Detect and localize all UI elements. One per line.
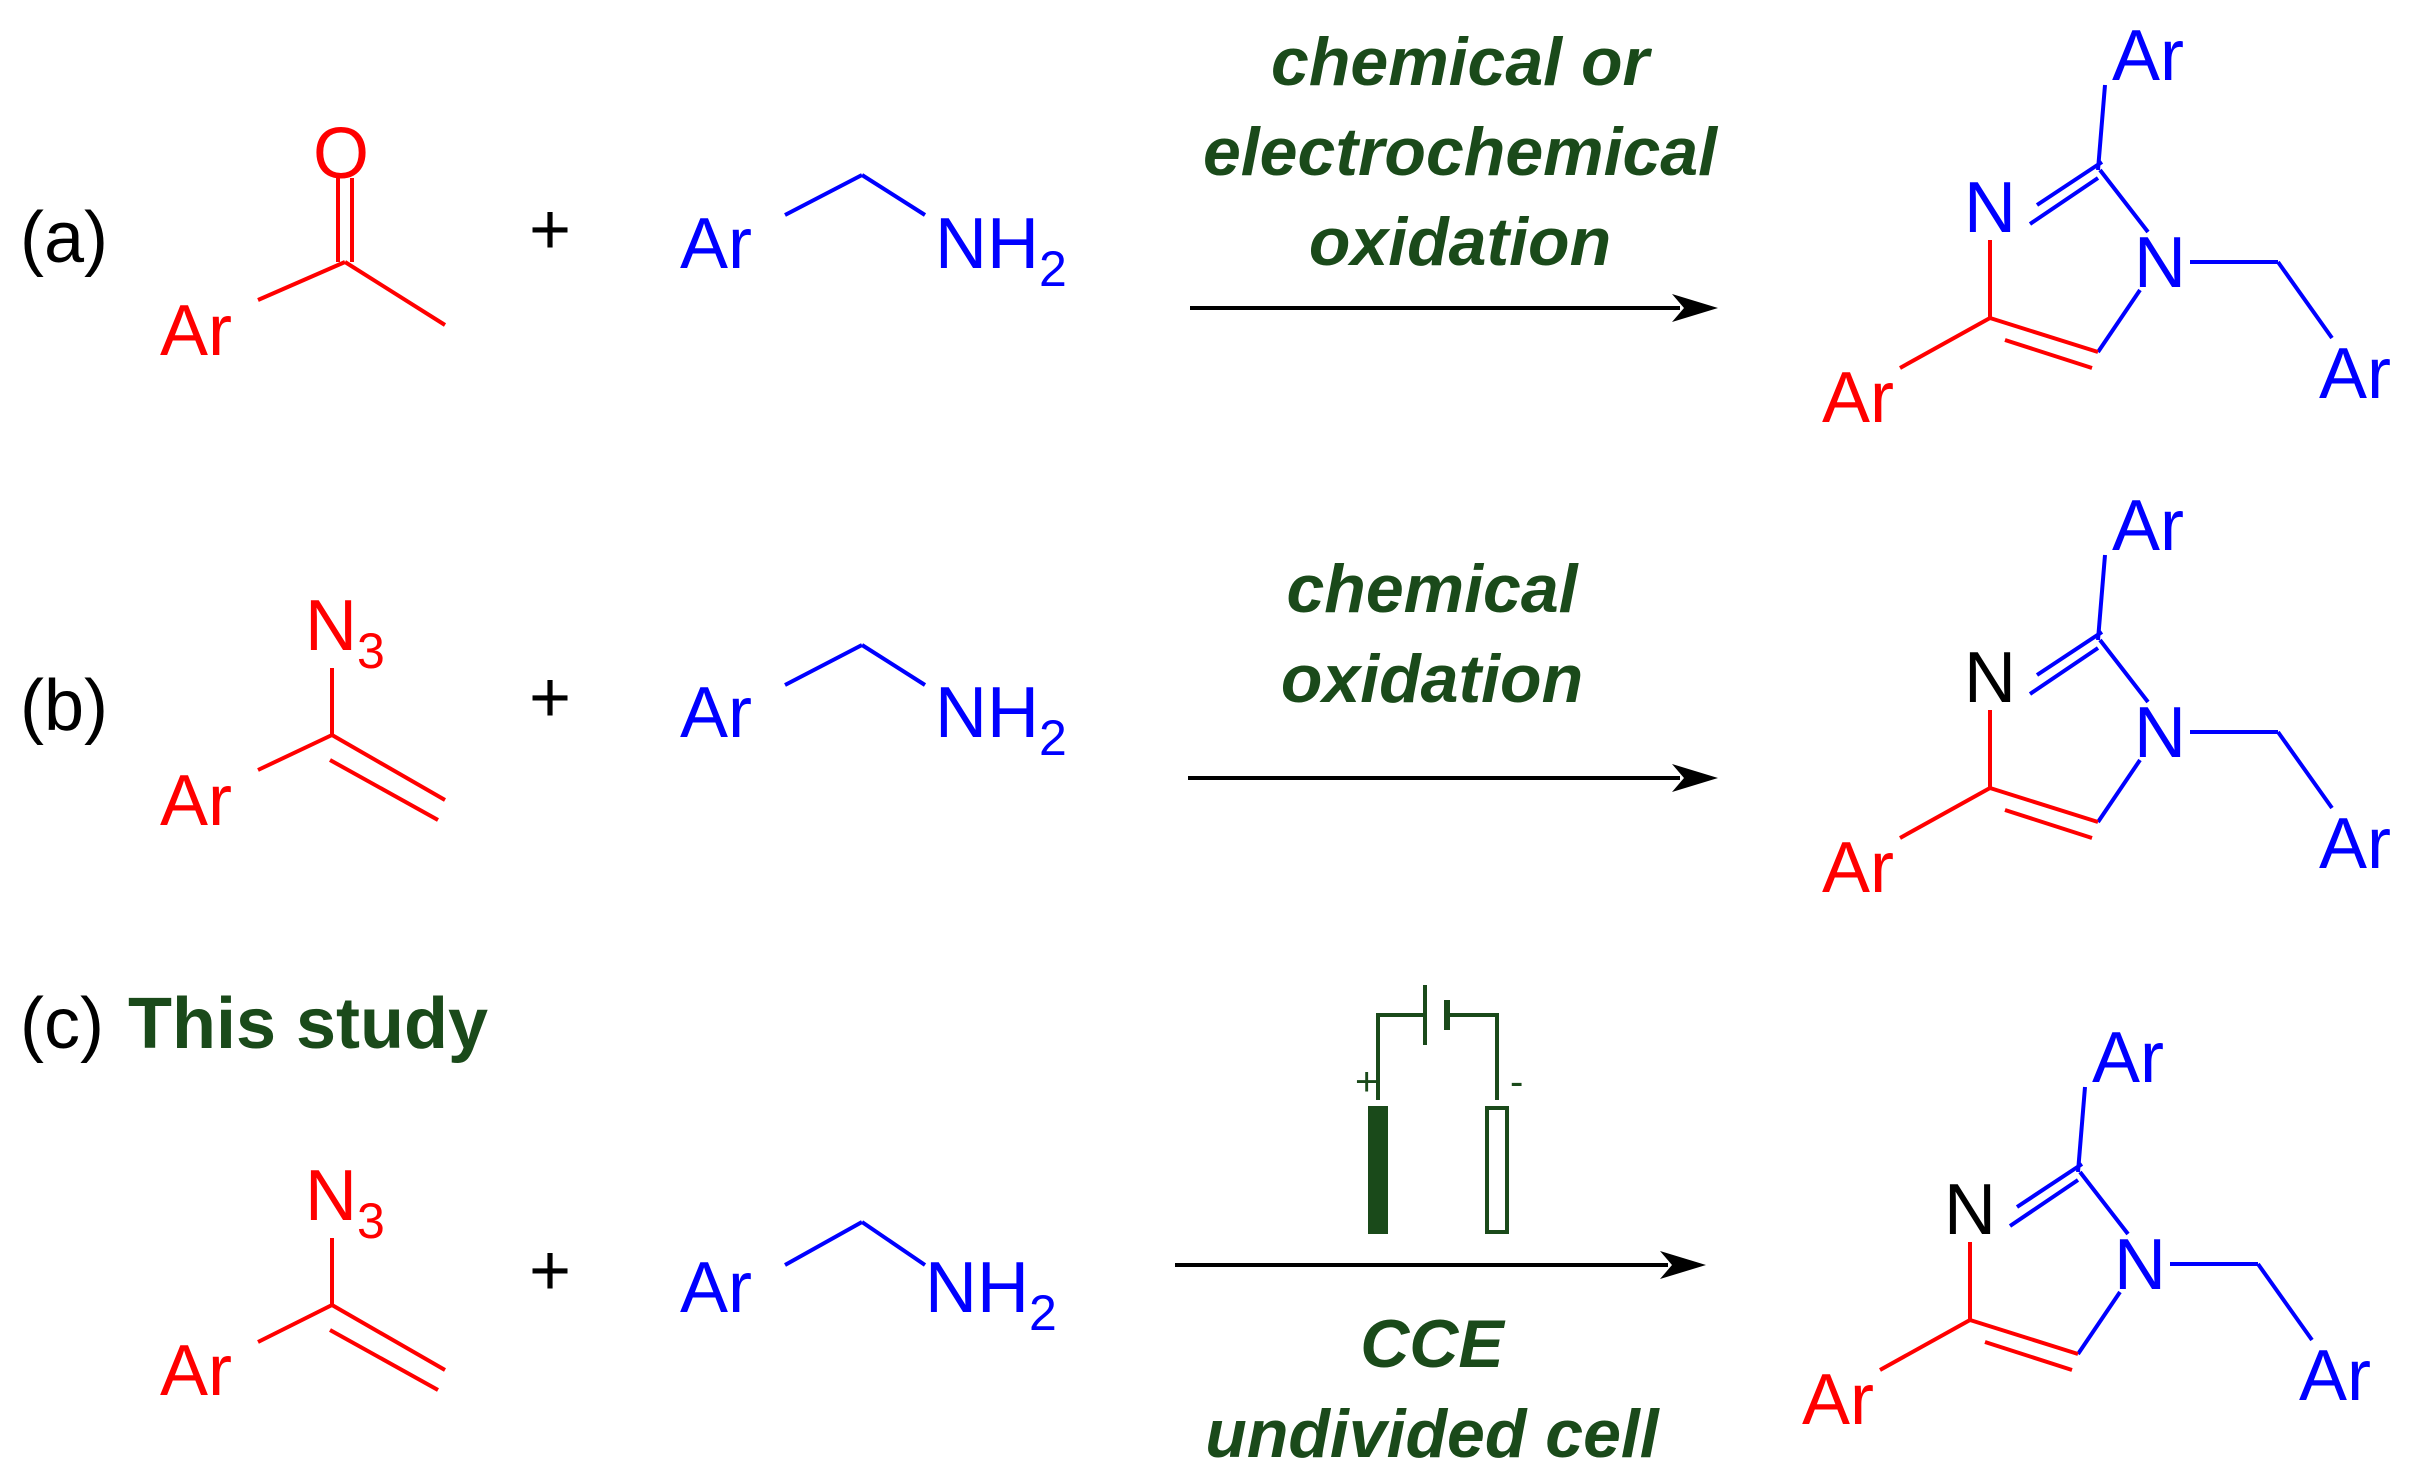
product-n3-b: N [1964, 638, 2016, 718]
imidazole-product-b: N N Ar Ar Ar [1822, 486, 2391, 908]
product-benzyl-aryl-b: Ar [2319, 804, 2391, 884]
condition-below-2-c: undivided cell [1205, 1396, 1661, 1472]
row-c: (c) This study N3 Ar + Ar NH2 + - [20, 984, 2371, 1472]
reaction-arrow-a [1190, 294, 1718, 322]
cathode-sign: - [1510, 1060, 1523, 1104]
ketone-aryl: Ar [160, 291, 232, 371]
benzylamine-aryl-a: Ar [680, 204, 752, 284]
ketone-oxygen: O [313, 114, 369, 194]
row-label-a: (a) [20, 198, 108, 278]
product-n1-b: N [2134, 693, 2186, 773]
product-c2-aryl-a: Ar [2112, 16, 2184, 96]
product-c2-aryl-b: Ar [2112, 486, 2184, 566]
ketone-substrate [257, 178, 447, 327]
benzylamine-b [784, 643, 927, 687]
amine-nh2-a: NH2 [935, 204, 1067, 297]
product-n1-c: N [2114, 1225, 2166, 1305]
condition-below-1-c: CCE [1360, 1306, 1506, 1382]
benzylamine-aryl-c: Ar [680, 1248, 752, 1328]
row-b: (b) N3 Ar + Ar NH2 chemical oxidation [20, 486, 2391, 908]
condition-line-2-b: oxidation [1281, 641, 1583, 717]
product-n1-a: N [2134, 223, 2186, 303]
amine-nh2-c: NH2 [925, 1248, 1057, 1341]
row-label-b: (b) [20, 666, 108, 746]
benzylamine-c [784, 1220, 927, 1267]
azide-aryl-b: Ar [160, 761, 232, 841]
this-study-title: This study [128, 984, 488, 1064]
condition-line-1-b: chemical [1286, 551, 1579, 627]
product-benzyl-aryl-a: Ar [2319, 334, 2391, 414]
condition-line-3-a: oxidation [1309, 204, 1611, 280]
product-c4-aryl-c: Ar [1802, 1360, 1874, 1440]
vinyl-azide-substrate-b [257, 668, 446, 822]
reaction-arrow-c [1175, 1251, 1706, 1279]
benzylamine-a [784, 173, 927, 217]
plus-sign-a: + [529, 190, 571, 270]
imidazole-product-c: N N Ar Ar Ar [1802, 1018, 2371, 1440]
row-label-c: (c) [20, 984, 104, 1064]
plus-sign-b: + [529, 658, 571, 738]
vinyl-azide-substrate-c [257, 1238, 446, 1392]
electrochemical-cell-icon [1368, 985, 1509, 1234]
product-benzyl-aryl-c: Ar [2299, 1336, 2371, 1416]
benzylamine-aryl-b: Ar [680, 673, 752, 753]
reaction-arrow-b [1188, 764, 1718, 792]
product-c4-aryl-a: Ar [1822, 358, 1894, 438]
plus-sign-c: + [529, 1231, 571, 1311]
condition-line-1-a: chemical or [1271, 24, 1652, 100]
product-c2-aryl-c: Ar [2092, 1018, 2164, 1098]
condition-line-2-a: electrochemical [1203, 114, 1719, 190]
anode-sign: + [1355, 1060, 1378, 1104]
azide-aryl-c: Ar [160, 1331, 232, 1411]
product-n3-a: N [1964, 168, 2016, 248]
azide-group-c: N3 [305, 1156, 385, 1249]
product-n3-c: N [1944, 1170, 1996, 1250]
imidazole-product-a: N N Ar Ar Ar [1822, 16, 2391, 438]
amine-nh2-b: NH2 [935, 673, 1067, 766]
row-a: (a) O Ar + Ar NH2 chemical or electroche… [20, 16, 2391, 438]
product-c4-aryl-b: Ar [1822, 828, 1894, 908]
azide-group-b: N3 [305, 586, 385, 679]
